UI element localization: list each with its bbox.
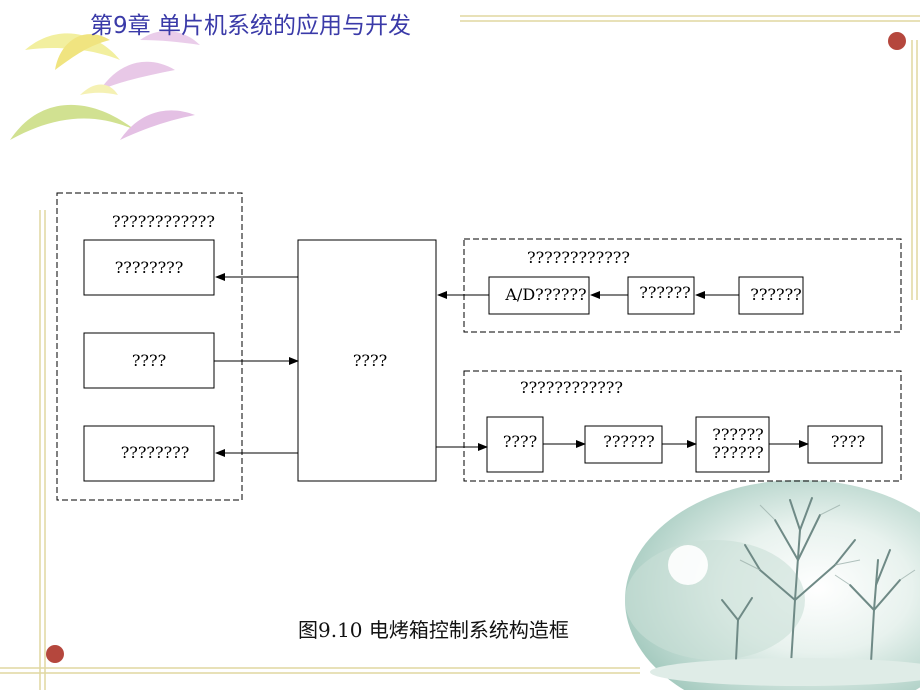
left-box-1-label: ???????? — [115, 258, 184, 277]
left-group-frame — [56, 192, 243, 501]
bottom-right-group-frame — [463, 370, 902, 482]
bottom-right-box-1-label: ???? — [503, 432, 537, 451]
top-right-box-3 — [738, 276, 804, 315]
left-box-2 — [83, 332, 215, 389]
bottom-right-box-3-label-line2: ?????? — [712, 443, 763, 462]
bottom-right-box-4-label: ???? — [831, 432, 865, 451]
frame-lines — [0, 15, 920, 690]
left-group-label: ???????????? — [112, 212, 215, 231]
winter-tree-scene — [625, 480, 920, 690]
bottom-right-box-4 — [807, 425, 883, 464]
bottom-right-box-2 — [584, 425, 663, 464]
top-right-box-2-label: ?????? — [639, 283, 690, 302]
figure-caption: 图9.10 电烤箱控制系统构造框 — [298, 618, 569, 642]
leaf-decoration — [10, 30, 200, 140]
left-box-2-label: ???? — [132, 351, 166, 370]
left-box-1 — [83, 239, 215, 296]
top-right-box-1-label: A/D?????? — [504, 285, 586, 304]
bottom-right-box-3-label-line1: ?????? — [712, 425, 763, 444]
bottom-right-box-2-label: ?????? — [603, 432, 654, 451]
top-right-group-label: ???????????? — [527, 248, 630, 267]
page-title: 第9章 单片机系统的应用与开发 — [90, 13, 411, 39]
left-box-3-label: ???????? — [121, 443, 190, 462]
bottom-right-group-label: ???????????? — [520, 378, 623, 397]
bottom-right-box-1 — [486, 416, 544, 473]
accent-dot-top-right — [888, 32, 906, 50]
accent-dot-bottom-left — [46, 645, 64, 663]
bottom-right-box-3 — [695, 416, 770, 473]
left-box-3 — [83, 425, 215, 482]
top-right-group-frame — [463, 238, 902, 333]
top-right-box-3-label: ?????? — [750, 285, 801, 304]
center-box-label: ???? — [353, 351, 387, 370]
